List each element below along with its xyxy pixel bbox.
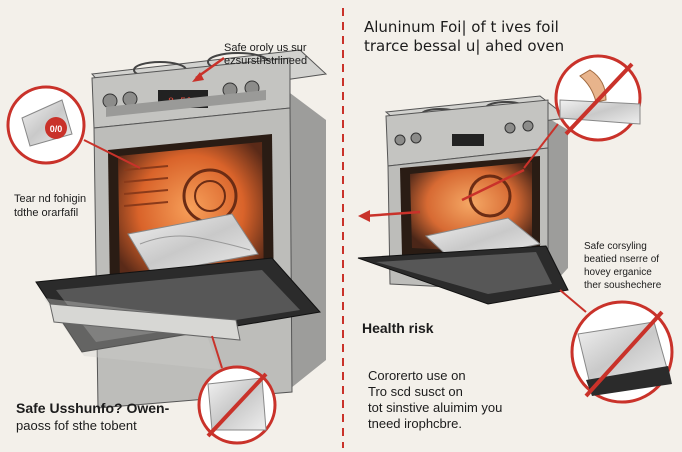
foil-tray [127, 213, 259, 275]
knob [410, 132, 422, 144]
caption-line: Tear nd fohigin [14, 193, 87, 205]
caption-line: Tro scd susct on [368, 384, 463, 399]
caption-line: Cororerto use on [368, 368, 466, 383]
knob [522, 120, 534, 132]
caption-line: tdthe orarfafil [14, 207, 79, 219]
caption-line: beatied nserre of [584, 254, 660, 265]
page-title: Aluninum Foi| of t ives foil trarce bess… [364, 18, 564, 56]
knob [504, 122, 516, 134]
right-caption-side: Safe corsyling beatied nserre of hovey e… [584, 240, 661, 292]
right-oven [357, 95, 570, 305]
callout-badge: 0/0 [50, 124, 63, 134]
caption-line: hovey erganice [584, 267, 652, 278]
health-risk-heading: Health risk [362, 320, 434, 336]
title-line: trarce bessal u| ahed oven [364, 37, 565, 55]
center-divider [342, 8, 344, 448]
caption-line: ther soushechere [584, 280, 662, 291]
caption-line: Safe corsyling [584, 241, 647, 252]
caption-line: Safe Usshunfo? Owen- [16, 400, 170, 416]
caption-line: Safe oroly us sur [224, 42, 307, 54]
door-handle [49, 303, 241, 341]
right-callouts [523, 54, 674, 404]
left-caption-side: Tear nd fohigin tdthe orarfafil [14, 192, 86, 220]
left-callouts: 0/0 [6, 56, 277, 445]
caption-line: ezsursthstrlineed [224, 55, 308, 67]
knob [102, 93, 118, 109]
left-oven: 8 5°C [35, 49, 328, 409]
left-caption-top: Safe oroly us sur ezsursthstrlineed [224, 42, 307, 68]
caption-line: tneed irophcbre. [368, 416, 462, 431]
left-caption-bottom: Safe Usshunfo? Owen- paoss fof sthe tobe… [16, 400, 169, 434]
caption-line: paoss fof sthe tobent [16, 418, 137, 433]
title-line: Aluninum Foi| of t ives foil [364, 18, 559, 36]
right-caption-bottom: Cororerto use on Tro scd susct on tot si… [368, 368, 502, 432]
caption-line: tot sinstive aluimim you [368, 400, 503, 415]
knob [394, 134, 406, 146]
